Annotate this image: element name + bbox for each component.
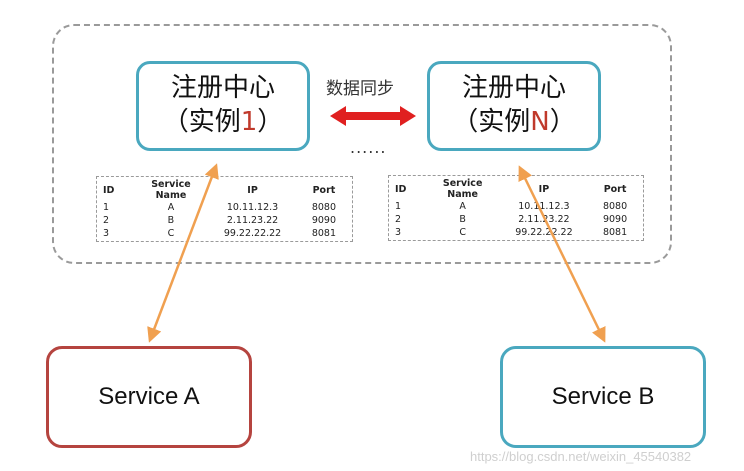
- registry-index: N: [530, 107, 550, 137]
- registry-subtitle: （实例N）: [452, 107, 576, 137]
- registry-title: 注册中心: [461, 73, 566, 104]
- watermark-url: https://blog.csdn.net/weixin_45540382: [470, 449, 692, 464]
- service-a-connector-arrow: [147, 163, 219, 343]
- col-ip: IP: [247, 184, 258, 196]
- registry-title: 注册中心: [170, 73, 275, 104]
- service-b-connector-arrow: [518, 165, 606, 343]
- col-port: Port: [603, 183, 627, 195]
- data-sync-label: 数据同步: [326, 79, 394, 99]
- col-id: ID: [395, 183, 407, 195]
- service-a-box: Service A: [46, 346, 252, 448]
- registry-cluster-boundary: [52, 24, 672, 264]
- service-b-label: Service B: [551, 383, 655, 410]
- col-port: Port: [312, 184, 336, 196]
- registry-subtitle: （实例1）: [162, 107, 284, 137]
- data-sync-double-arrow: [330, 106, 416, 126]
- registry-instance-n: 注册中心 （实例N）: [427, 61, 601, 151]
- service-b-box: Service B: [500, 346, 706, 448]
- col-service-name: Service Name: [442, 178, 483, 200]
- registry-instance-1: 注册中心 （实例1）: [136, 61, 310, 151]
- service-a-label: Service A: [98, 383, 200, 410]
- ellipsis-more-instances: ......: [350, 138, 387, 157]
- col-id: ID: [103, 184, 115, 196]
- registry-index: 1: [240, 107, 258, 137]
